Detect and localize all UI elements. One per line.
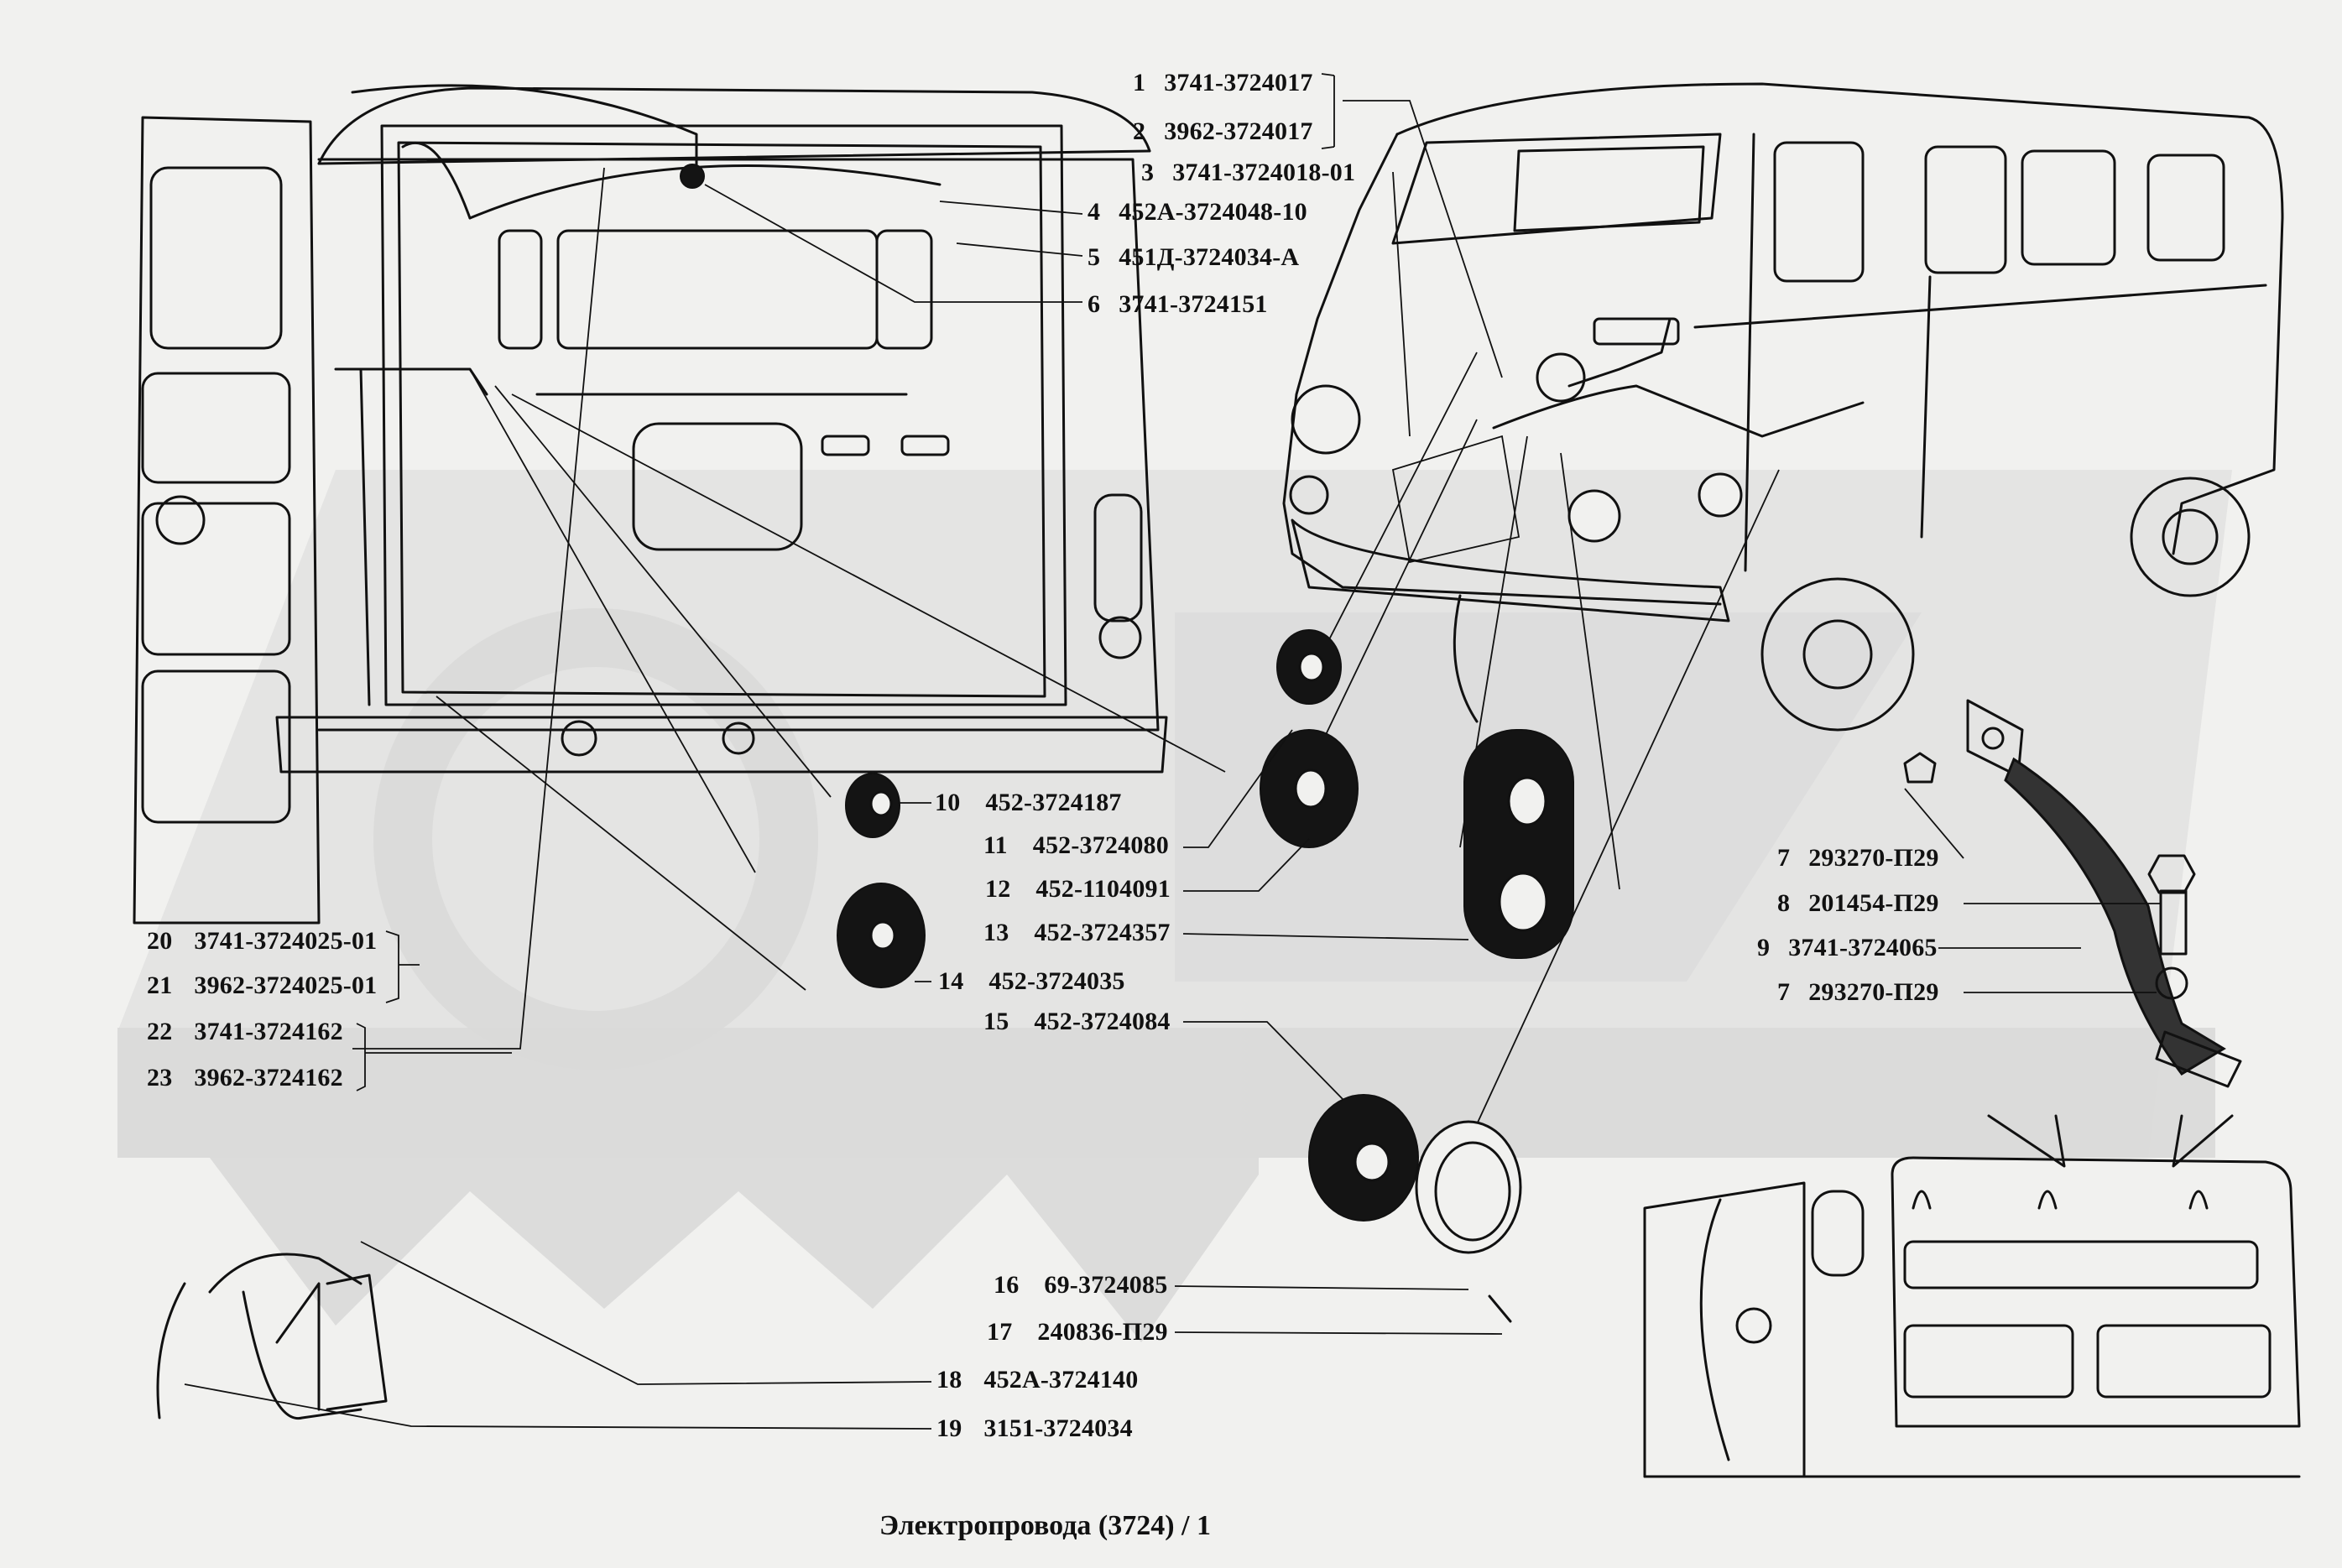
callout-4: 4 452А-3724048-10 — [1088, 198, 1307, 227]
callout-number: 9 — [1757, 934, 1771, 961]
callout-number: 10 — [935, 789, 961, 816]
callout-8: 8 201454-П29 — [1777, 889, 1939, 918]
callout-number: 13 — [983, 919, 1009, 946]
callout-number: 21 — [147, 972, 173, 999]
callout-number: 22 — [147, 1018, 173, 1045]
part-code: 452А-3724140 — [983, 1366, 1139, 1393]
callout-number: 2 — [1133, 117, 1146, 145]
part-code: 3151-3724034 — [983, 1414, 1133, 1442]
heater-illustration — [156, 1241, 932, 1430]
callout-5: 5 451Д-3724034-А — [1088, 243, 1299, 272]
callout-number: 4 — [1088, 198, 1101, 226]
part-code: 3741-3724025-01 — [194, 927, 378, 955]
callout-number: 14 — [938, 967, 964, 995]
part-code: 452-3724084 — [1034, 1008, 1171, 1035]
callout-number: 8 — [1777, 889, 1791, 917]
callout-number: 3 — [1141, 159, 1155, 186]
callout-number: 12 — [985, 875, 1011, 903]
callout-23: 23 3962-3724162 — [147, 1064, 343, 1092]
callout-22: 22 3741-3724162 — [147, 1018, 343, 1046]
callout-17: 17 240836-П29 — [987, 1318, 1168, 1347]
part-code: 3962-3724017 — [1164, 117, 1313, 145]
callout-6: 6 3741-3724151 — [1088, 290, 1268, 319]
leader-lines — [356, 73, 1503, 1335]
callout-number: 17 — [987, 1318, 1013, 1346]
part-code: 293270-П29 — [1808, 844, 1939, 872]
part-code: 3741-3724065 — [1788, 934, 1938, 961]
part-code: 452-3724035 — [988, 967, 1125, 995]
callout-number: 1 — [1133, 69, 1146, 96]
callout-7a: 7 293270-П29 — [1777, 844, 1939, 873]
engine-illustration — [1643, 1114, 2301, 1478]
callout-number: 5 — [1088, 243, 1101, 271]
callout-number: 18 — [936, 1366, 962, 1393]
callout-16: 16 69-3724085 — [994, 1271, 1167, 1300]
part-code: 452-1104091 — [1035, 875, 1171, 903]
front-van-illustration — [1282, 82, 2284, 1125]
part-code: 69-3724085 — [1044, 1271, 1168, 1299]
diagram-title: Электропровода (3724) / 1 — [879, 1510, 1211, 1541]
callout-15: 15 452-3724084 — [983, 1008, 1171, 1036]
part-code: 452-3724080 — [1032, 831, 1169, 859]
callout-11: 11 452-3724080 — [983, 831, 1169, 860]
part-code: 452-3724187 — [985, 789, 1122, 816]
callout-number: 11 — [983, 831, 1008, 859]
part-code: 3741-3724151 — [1119, 290, 1268, 318]
part-code: 293270-П29 — [1808, 978, 1939, 1006]
callout-number: 23 — [147, 1064, 173, 1091]
rear-van-illustration — [133, 84, 1226, 1050]
part-code: 3741-3724017 — [1164, 69, 1313, 96]
part-code: 451Д-3724034-А — [1119, 243, 1300, 271]
callout-18: 18 452А-3724140 — [936, 1366, 1138, 1394]
callout-9: 9 3741-3724065 — [1757, 934, 1938, 962]
part-code: 452А-3724048-10 — [1119, 198, 1307, 226]
part-code: 3741-3724162 — [194, 1018, 343, 1045]
part-code: 240836-П29 — [1037, 1318, 1168, 1346]
callout-12: 12 452-1104091 — [985, 875, 1171, 904]
callout-7b: 7 293270-П29 — [1777, 978, 1939, 1007]
callout-3: 3 3741-3724018-01 — [1141, 159, 1355, 187]
callout-number: 15 — [983, 1008, 1009, 1035]
callout-13: 13 452-3724357 — [983, 919, 1171, 947]
callout-21: 21 3962-3724025-01 — [147, 972, 377, 1000]
callout-number: 7 — [1777, 844, 1791, 872]
callout-20: 20 3741-3724025-01 — [147, 927, 377, 956]
part-code: 3741-3724018-01 — [1172, 159, 1356, 186]
callout-number: 16 — [994, 1271, 1020, 1299]
callout-10: 10 452-3724187 — [935, 789, 1122, 817]
callout-1: 1 3741-3724017 — [1133, 69, 1313, 97]
part-code: 3962-3724025-01 — [194, 972, 378, 999]
part-code: 452-3724357 — [1034, 919, 1171, 946]
grommet-parts — [837, 629, 1574, 1323]
callout-19: 19 3151-3724034 — [936, 1414, 1133, 1443]
part-code: 201454-П29 — [1808, 889, 1939, 917]
callout-number: 6 — [1088, 290, 1101, 318]
callout-number: 7 — [1777, 978, 1791, 1006]
callout-number: 19 — [936, 1414, 962, 1442]
callout-number: 20 — [147, 927, 173, 955]
ground-strap-illustration — [1903, 699, 2242, 1088]
part-code: 3962-3724162 — [194, 1064, 343, 1091]
callout-2: 2 3962-3724017 — [1133, 117, 1313, 146]
callout-14: 14 452-3724035 — [938, 967, 1125, 996]
